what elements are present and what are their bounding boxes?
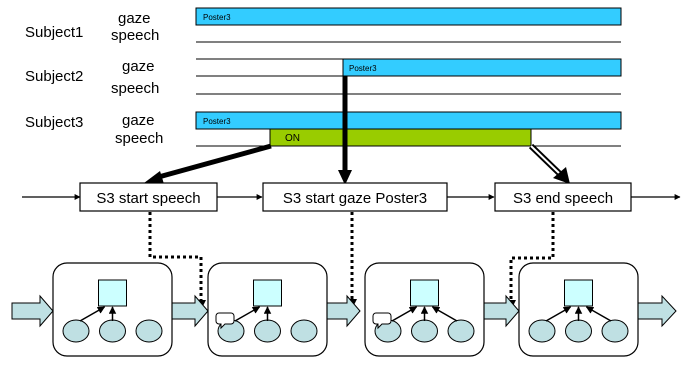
agent-node [135,319,163,343]
subject-2-gaze-label: gaze [122,58,155,75]
subject-3-speech-bar [269,128,532,147]
dotted-arrow-3 [509,212,555,302]
block-arrow-in [11,294,54,328]
state-box [98,279,127,307]
subject-3-speech-label: speech [115,130,163,147]
subject-2-gaze-bar [342,58,622,77]
state-box [253,279,282,307]
trigger-arrows [144,76,570,185]
trigger-arrow-end-speech-inner [530,145,561,175]
state-box [410,279,439,307]
event-label-2: S3 start gaze Poster3 [283,190,427,207]
agent-node [601,319,629,343]
node-arrow [545,306,572,322]
agent-node [99,319,126,343]
trigger-arrow-start-speech [154,143,272,181]
subject-3-gaze-bar-label: Poster3 [203,117,231,126]
subject-2-gaze-bar-label: Poster3 [349,64,377,73]
dotted-arrows [148,212,555,302]
agent-node [254,319,281,343]
node-arrow [585,306,612,322]
subject-1-speech-label: speech [111,27,159,44]
agent-node [447,319,475,343]
subject-1-gaze-bar-label: Poster3 [203,13,231,22]
subject-1-gaze-label: gaze [118,10,151,27]
agent-node [528,319,556,343]
subject-3-name: Subject3 [25,114,83,131]
subject-3-speech-bar-label: ON [285,133,300,144]
speech-bubble-icon [215,312,235,330]
block-arrow [170,294,209,328]
subject-3-gaze-label: gaze [122,112,155,129]
event-box-1 [79,182,218,212]
agent-node [411,319,438,343]
agent-node [565,319,592,343]
subject-1-name: Subject1 [25,24,83,41]
state-box [564,279,593,307]
trigger-arrowhead [338,170,352,185]
node-arrow [79,306,106,322]
trigger-arrowhead [553,167,570,184]
node-arrow [431,306,458,322]
subject-2-speech-label: speech [111,80,159,97]
speech-bubble-icon [372,312,392,330]
subject-2-name: Subject2 [25,68,83,85]
event-box-2 [262,182,448,212]
node-arrow [391,306,418,322]
block-arrows [11,294,677,328]
agent-node [62,319,90,343]
state-panels [52,262,639,357]
subject-3-gaze-bar [195,111,622,130]
event-label-3: S3 end speech [513,190,613,207]
block-arrow [481,294,520,328]
block-arrow-out [635,294,677,328]
event-label-1: S3 start speech [96,190,200,207]
trigger-arrowhead [144,171,164,184]
subject-1-gaze-bar [195,7,622,26]
agent-node [290,319,318,343]
node-arrow [234,306,261,322]
event-box-3 [494,182,632,212]
